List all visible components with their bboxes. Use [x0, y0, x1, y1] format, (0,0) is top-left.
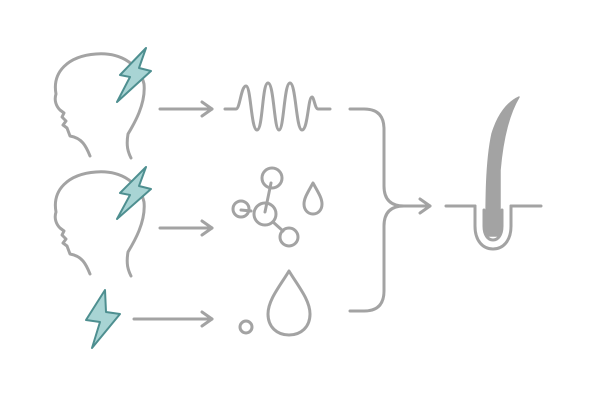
hair-strand: [485, 96, 520, 237]
converging-bracket: [348, 107, 432, 313]
arrow-row-2: [158, 219, 214, 237]
nerve-signal-wave-icon: [223, 81, 332, 132]
arrow-row-3: [132, 310, 214, 328]
head-outline: [53, 52, 146, 160]
hair-follicle-icon: [444, 96, 543, 251]
droplet-icon: [302, 181, 324, 216]
lightning-bolt-icon: [116, 166, 152, 220]
head-outline: [53, 170, 146, 278]
droplet-icon: [238, 269, 312, 337]
stressed-head-icon: [53, 47, 152, 160]
lightning-bolt-icon: [85, 289, 121, 349]
small-dot: [238, 319, 254, 335]
molecule-droplet-icon: [231, 166, 324, 248]
lightning-bolt-icon: [116, 47, 152, 103]
stressed-head-icon: [53, 166, 152, 278]
arrow-row-1: [158, 100, 214, 118]
